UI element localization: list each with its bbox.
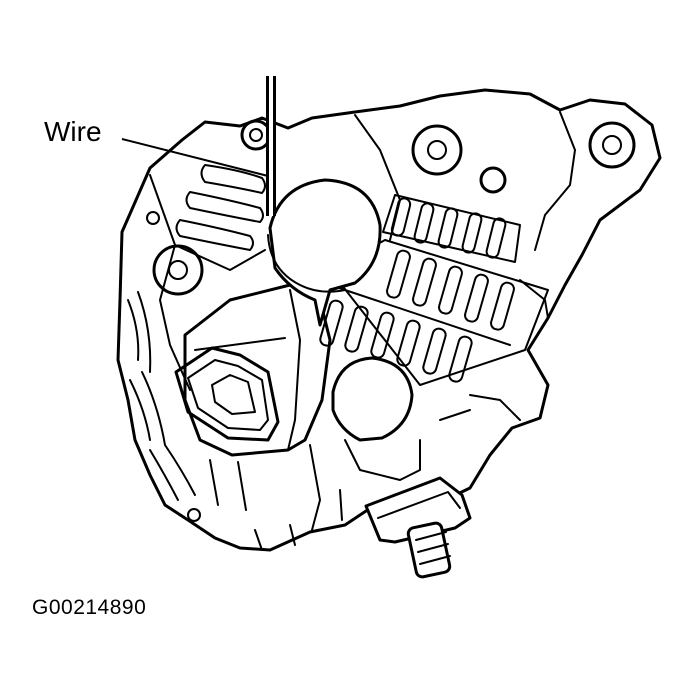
rear-cap-large xyxy=(267,178,382,327)
mount-boss-top-hole xyxy=(249,128,263,142)
rear-grille-upper xyxy=(382,194,521,263)
housing-inner-line xyxy=(149,174,266,271)
mount-ear-right-hole xyxy=(602,135,622,155)
side-casing-fins xyxy=(127,291,196,501)
upper-boss xyxy=(411,124,463,176)
rear-cap-small xyxy=(331,356,421,481)
mount-boss-top xyxy=(240,119,272,151)
wire-leader-line xyxy=(121,138,269,177)
figure-code: G00214890 xyxy=(32,596,147,619)
wire-callout-label: Wire xyxy=(44,116,102,147)
housing-inner-line xyxy=(159,244,191,391)
bolt-hole-small xyxy=(187,508,201,522)
wire xyxy=(266,76,276,216)
bolt-hole-small xyxy=(146,211,160,225)
mount-ear-right xyxy=(588,121,636,169)
housing-inner-line xyxy=(534,111,576,251)
upper-boss-hole xyxy=(427,140,447,160)
connector-socket xyxy=(174,346,280,442)
mid-boss xyxy=(479,166,507,194)
mount-boss-left xyxy=(152,244,204,296)
lower-body-detail xyxy=(209,394,521,551)
housing-outline xyxy=(116,88,662,552)
mount-boss-left-hole xyxy=(168,260,188,280)
b-terminal xyxy=(364,476,472,579)
left-cooling-fins xyxy=(175,164,266,251)
